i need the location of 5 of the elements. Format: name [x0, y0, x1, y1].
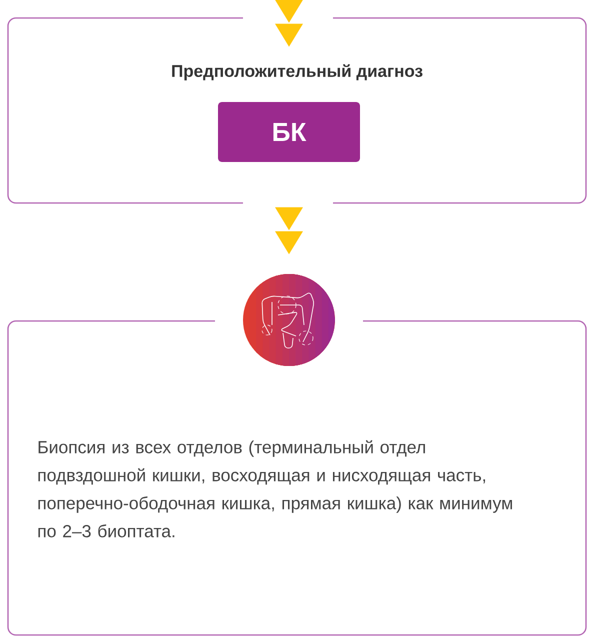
arrow — [275, 207, 303, 254]
card-box: Биопсия из всех отделов (терминальный отдел подвздошной кишки, восходящая и нисходящая часть, поперечно-ободочная кишка, прямая кишка) как минимум по 2–3 биоптата. — [7, 320, 587, 636]
arrow — [275, 0, 303, 47]
intestine-icon — [243, 274, 335, 366]
diagnosis-box: БК — [218, 102, 360, 162]
